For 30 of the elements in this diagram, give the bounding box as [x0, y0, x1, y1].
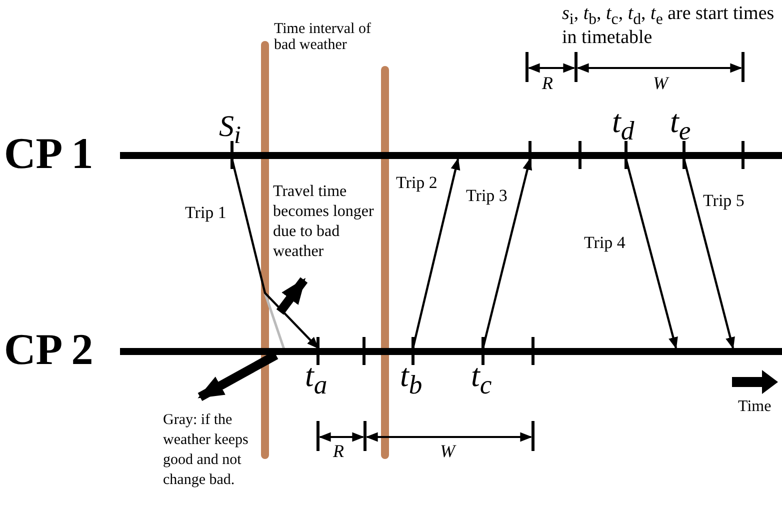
callout-text: Gray: if the weather keeps good and not change bad.: [163, 410, 259, 490]
checkpoint-label: CP 2: [4, 326, 94, 374]
trip-arrow: [230, 158, 319, 349]
edge-label: Trip 5: [702, 192, 746, 211]
edge-label: Trip 3: [465, 187, 508, 206]
time-label: t$_{e}$: [670, 104, 691, 146]
timeline-bar: [120, 348, 782, 355]
trip-arrow: [412, 158, 460, 348]
checkpoint-label: CP 1: [4, 130, 94, 178]
time-label: S$_{i}$: [219, 110, 241, 150]
axis-label: Time: [738, 398, 772, 416]
time-label: t$_{d}$: [612, 104, 634, 146]
dimension-label: W: [440, 442, 455, 462]
trip-arrow: [624, 158, 678, 350]
annotation-text: Time interval of bad weather: [274, 22, 372, 54]
edge-label: Trip 2: [395, 174, 438, 193]
edge-label: Trip 1: [184, 204, 228, 223]
dimension-label: R: [333, 442, 344, 462]
callout-text: Travel time becomes longer due to bad weather: [273, 182, 377, 262]
trip-arrow: [682, 158, 735, 350]
dimension-label: R: [542, 74, 553, 94]
dimension-label: W: [653, 74, 668, 94]
edge-label: Trip 4: [583, 234, 626, 253]
block-arrow: [276, 277, 308, 315]
time-label: t$_{b}$: [400, 358, 422, 400]
timeline-bar: [120, 152, 782, 159]
time-label: t$_{c}$: [471, 358, 492, 400]
time-label: t$_{a}$: [305, 358, 328, 400]
trip-arrow: [482, 158, 532, 348]
note-text: s$_{i}$, t$_{b}$, t$_{c}$, t$_{d}$, t$_{e}$ are start times in timetable: [562, 4, 776, 48]
